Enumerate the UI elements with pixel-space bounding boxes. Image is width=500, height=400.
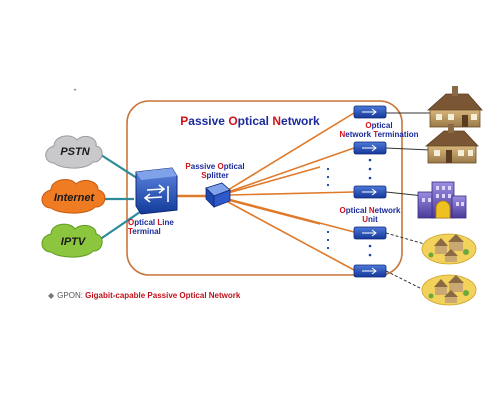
highlight-letter: O [339, 206, 346, 215]
footer-caption: ◆GPON: Gigabit-capable Passive Optical N… [48, 291, 240, 300]
label-text: plitter [206, 171, 229, 181]
ont-device-icon [353, 141, 387, 155]
label-text: assive [188, 114, 229, 128]
highlight-letter: N [368, 206, 375, 215]
diagram-title: Passive Optical Network [150, 114, 350, 128]
highlight-letter: P [185, 162, 191, 171]
pstn-label: PSTN [60, 146, 90, 158]
highlight-letter: S [201, 171, 207, 181]
neighborhood-icon [421, 274, 477, 306]
iptv-cloud-icon [41, 223, 103, 258]
highlight-letter: T [128, 227, 133, 237]
label-line: Network Termination [330, 130, 428, 139]
label-text: ine [162, 218, 174, 227]
bullet-icon: ◆ [48, 291, 55, 300]
ont-device-icon [353, 105, 387, 119]
neighborhood-icon [421, 233, 477, 265]
ont-device-icon [353, 185, 387, 199]
label-line: Optical Line [128, 218, 188, 227]
highlight-letter: O [128, 218, 135, 227]
label-text: ermination [377, 130, 419, 140]
highlight-letter: O [228, 114, 238, 128]
office-building-icon [417, 181, 467, 219]
highlight-letter: N [272, 114, 282, 128]
ellipsis-dots [326, 158, 372, 257]
label-text: etwork [281, 114, 320, 128]
highlight-letter: T [373, 130, 378, 140]
label-line: Passive Optical [183, 162, 247, 171]
highlight-letter: P [180, 114, 189, 128]
label-text: ptical [345, 206, 369, 215]
label-line: Unit [330, 215, 410, 224]
drop-fibers [227, 112, 355, 271]
olt-device-icon [135, 167, 178, 215]
internet-label: Internet [53, 192, 95, 204]
ont-device-icon [353, 264, 387, 278]
label-line: Terminal [128, 227, 188, 236]
service-links [95, 152, 141, 243]
label-text: ptical [223, 162, 245, 171]
house-icon [426, 86, 483, 128]
label-text: ptical [237, 114, 273, 128]
label-text: ptical [371, 121, 393, 130]
label-text: etwork [345, 130, 374, 140]
pstn-cloud-icon [45, 135, 103, 169]
label-text: etwork [374, 206, 401, 215]
label-line: Splitter [183, 171, 247, 180]
label-line: Optical Network [330, 206, 410, 215]
label-text: erminal [132, 227, 161, 237]
footer-prefix: GPON: [57, 291, 86, 300]
highlight-letter: O [365, 121, 372, 130]
house-icon [424, 124, 479, 164]
ont-device-icon [353, 226, 387, 240]
highlight-letter: N [339, 130, 346, 140]
internet-cloud-icon [41, 178, 106, 214]
highlight-letter: O [217, 162, 224, 171]
footer-name: Gigabit-capable Passive Optical Network [85, 291, 241, 300]
label-text: ptical [134, 218, 158, 227]
highlight-letter: U [362, 215, 368, 225]
pon-boundary-frame [126, 100, 403, 276]
label-line: Optical [330, 121, 428, 130]
stray-mark: • [74, 88, 77, 94]
iptv-label: IPTV [60, 236, 86, 248]
highlight-letter: L [157, 218, 163, 227]
splitter-icon [205, 182, 231, 208]
label-text: assive [190, 162, 218, 171]
label-text: nit [368, 215, 378, 225]
